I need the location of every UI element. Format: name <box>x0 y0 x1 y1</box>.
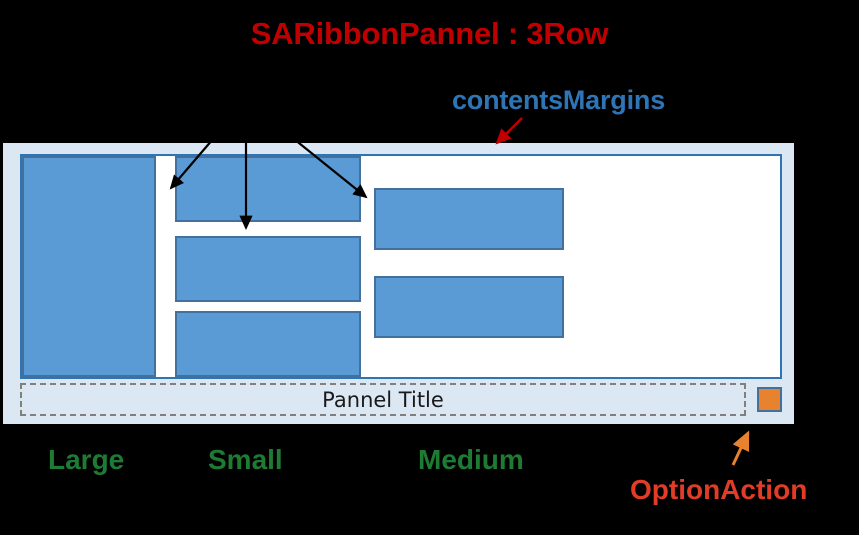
medium-action-button-2[interactable] <box>374 276 564 338</box>
pannel-contents-frame <box>20 154 782 379</box>
size-label-medium: Medium <box>418 444 524 475</box>
large-action-button[interactable] <box>22 156 156 377</box>
small-action-button-2[interactable] <box>175 236 361 302</box>
small-action-button-1[interactable] <box>175 156 361 222</box>
size-label-small: Small <box>208 444 283 475</box>
pointer-arrow-contents-margins <box>495 117 523 145</box>
size-label-large: Large <box>48 444 125 475</box>
medium-action-button-1[interactable] <box>374 188 564 250</box>
pannel-title-row: Pannel Title <box>20 383 782 416</box>
pannel-title-box: Pannel Title <box>20 383 746 416</box>
ribbon-pannel: Pannel Title <box>3 143 794 424</box>
small-action-button-3[interactable] <box>175 311 361 377</box>
contents-margins-label: contentsMargins <box>451 85 666 115</box>
pannel-title-text: Pannel Title <box>322 387 444 412</box>
diagram-title: SARibbonPannel : 3Row <box>250 16 609 51</box>
option-action-button[interactable] <box>757 387 782 412</box>
pointer-arrow-option-action <box>731 430 750 466</box>
option-action-label: OptionAction <box>630 474 808 505</box>
